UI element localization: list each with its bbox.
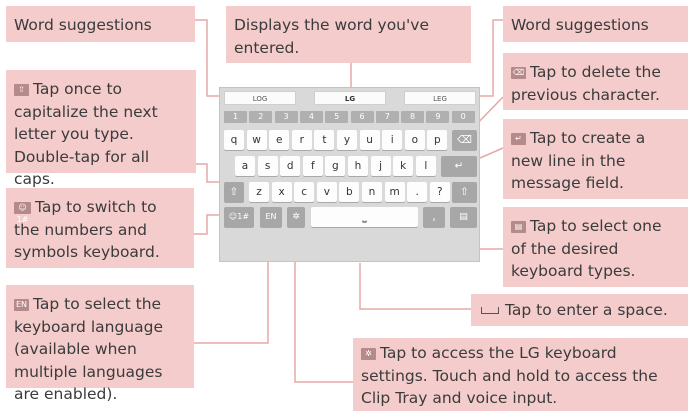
letter-key[interactable]: h bbox=[348, 156, 368, 176]
settings-key[interactable]: ✲ bbox=[287, 207, 305, 227]
callout-symbols: ☺1#Tap to switch to the numbers and symb… bbox=[6, 188, 194, 268]
suggestion-right[interactable]: LEG bbox=[404, 91, 476, 105]
enter-key[interactable]: ↵ bbox=[441, 156, 477, 176]
number-key[interactable]: 4 bbox=[299, 111, 323, 123]
letter-key[interactable]: . bbox=[407, 182, 428, 202]
suggestion-middle[interactable]: LG bbox=[314, 91, 386, 105]
letter-key[interactable]: c bbox=[294, 182, 315, 202]
callout-text: Tap once to capitalize the next letter y… bbox=[14, 80, 158, 188]
letter-key[interactable]: r bbox=[291, 130, 312, 150]
enter-icon: ↵ bbox=[511, 132, 526, 145]
callout-text: Tap to select the keyboard language (ava… bbox=[14, 295, 163, 403]
number-key[interactable]: 0 bbox=[451, 111, 475, 123]
callout-text: Tap to switch to the numbers and symbols… bbox=[14, 198, 160, 261]
shift-arrow-icon: ⇧ bbox=[14, 83, 29, 96]
letter-key[interactable]: a bbox=[235, 156, 255, 176]
letter-key[interactable]: n bbox=[362, 182, 382, 202]
callout-keyboard-type: ▤Tap to select one of the desired keyboa… bbox=[503, 207, 688, 287]
letter-key[interactable]: q bbox=[224, 130, 244, 150]
callout-space: Tap to enter a space. bbox=[471, 294, 688, 326]
callout-text: Tap to enter a space. bbox=[505, 301, 668, 319]
space-icon bbox=[481, 307, 499, 314]
suggestion-left[interactable]: LOG bbox=[224, 91, 296, 105]
letter-key[interactable]: i bbox=[382, 130, 403, 150]
keyboard-type-icon: ▤ bbox=[511, 220, 526, 233]
line-space bbox=[359, 263, 471, 310]
shift-key-right[interactable]: ⇧ bbox=[452, 182, 477, 202]
line-shift bbox=[196, 163, 221, 183]
line-word-suggestions-right bbox=[478, 19, 503, 97]
letter-key[interactable]: ? bbox=[429, 182, 450, 202]
line-word-suggestions-left bbox=[195, 19, 224, 97]
callout-displays-word: Displays the word you've entered. bbox=[226, 6, 471, 63]
line-symbols bbox=[194, 214, 221, 235]
callout-text: Displays the word you've entered. bbox=[234, 16, 429, 57]
letter-key[interactable]: f bbox=[302, 156, 323, 176]
line-enter bbox=[479, 147, 504, 159]
letter-key[interactable]: y bbox=[337, 130, 357, 150]
callout-text: Word suggestions bbox=[14, 16, 152, 34]
comma-key[interactable]: , bbox=[423, 207, 445, 227]
number-key[interactable]: 3 bbox=[274, 111, 298, 123]
callout-text: Tap to select one of the desired keyboar… bbox=[511, 217, 662, 280]
letter-key[interactable]: x bbox=[271, 182, 292, 202]
keyboard-type-key[interactable]: ▤ bbox=[450, 207, 477, 227]
language-icon: EN bbox=[14, 298, 29, 311]
space-key[interactable]: ⎵ bbox=[311, 207, 418, 227]
letter-key[interactable]: s bbox=[257, 156, 278, 176]
letter-key[interactable]: w bbox=[246, 130, 267, 150]
backspace-key[interactable]: ⌫ bbox=[452, 130, 477, 150]
letter-key[interactable]: e bbox=[269, 130, 290, 150]
number-key[interactable]: 9 bbox=[426, 111, 450, 123]
letter-key[interactable]: v bbox=[316, 182, 337, 202]
letter-key[interactable]: k bbox=[393, 156, 414, 176]
callout-shift: ⇧Tap once to capitalize the next letter … bbox=[6, 70, 196, 188]
letter-key[interactable]: u bbox=[359, 130, 380, 150]
letter-key[interactable]: j bbox=[370, 156, 391, 176]
number-key[interactable]: 5 bbox=[325, 111, 349, 123]
letter-key[interactable]: l bbox=[415, 156, 436, 176]
number-key[interactable]: 8 bbox=[401, 111, 425, 123]
callout-text: Tap to create a new line in the message … bbox=[511, 129, 646, 192]
callout-settings: ✲Tap to access the LG keyboard settings.… bbox=[353, 338, 688, 411]
language-key[interactable]: EN bbox=[260, 207, 282, 227]
number-key[interactable]: 6 bbox=[350, 111, 374, 123]
callout-word-suggestions-left: Word suggestions bbox=[6, 6, 195, 42]
symbols-key[interactable]: ☺1# bbox=[224, 207, 254, 227]
shift-key-left[interactable]: ⇧ bbox=[224, 182, 244, 202]
letter-key[interactable]: m bbox=[384, 182, 405, 202]
letter-key[interactable]: t bbox=[314, 130, 335, 150]
letter-key[interactable]: g bbox=[325, 156, 346, 176]
letter-key[interactable]: b bbox=[339, 182, 360, 202]
callout-text: Tap to access the LG keyboard settings. … bbox=[361, 344, 658, 407]
callout-enter: ↵Tap to create a new line in the message… bbox=[503, 119, 688, 199]
letter-key[interactable]: z bbox=[249, 182, 269, 202]
number-key[interactable]: 7 bbox=[375, 111, 399, 123]
gear-icon: ✲ bbox=[361, 347, 376, 360]
callout-delete: ⌫Tap to delete the previous character. bbox=[503, 53, 688, 110]
number-key[interactable]: 2 bbox=[249, 111, 273, 123]
callout-text: Word suggestions bbox=[511, 16, 649, 34]
symbols-icon: ☺1# bbox=[14, 201, 31, 224]
letter-key[interactable]: p bbox=[427, 130, 448, 150]
letter-key[interactable]: d bbox=[280, 156, 301, 176]
backspace-icon: ⌫ bbox=[511, 66, 526, 79]
callout-text: Tap to delete the previous character. bbox=[511, 63, 661, 104]
number-key[interactable]: 1 bbox=[224, 111, 247, 123]
callout-word-suggestions-right: Word suggestions bbox=[503, 6, 688, 42]
letter-key[interactable]: o bbox=[404, 130, 425, 150]
